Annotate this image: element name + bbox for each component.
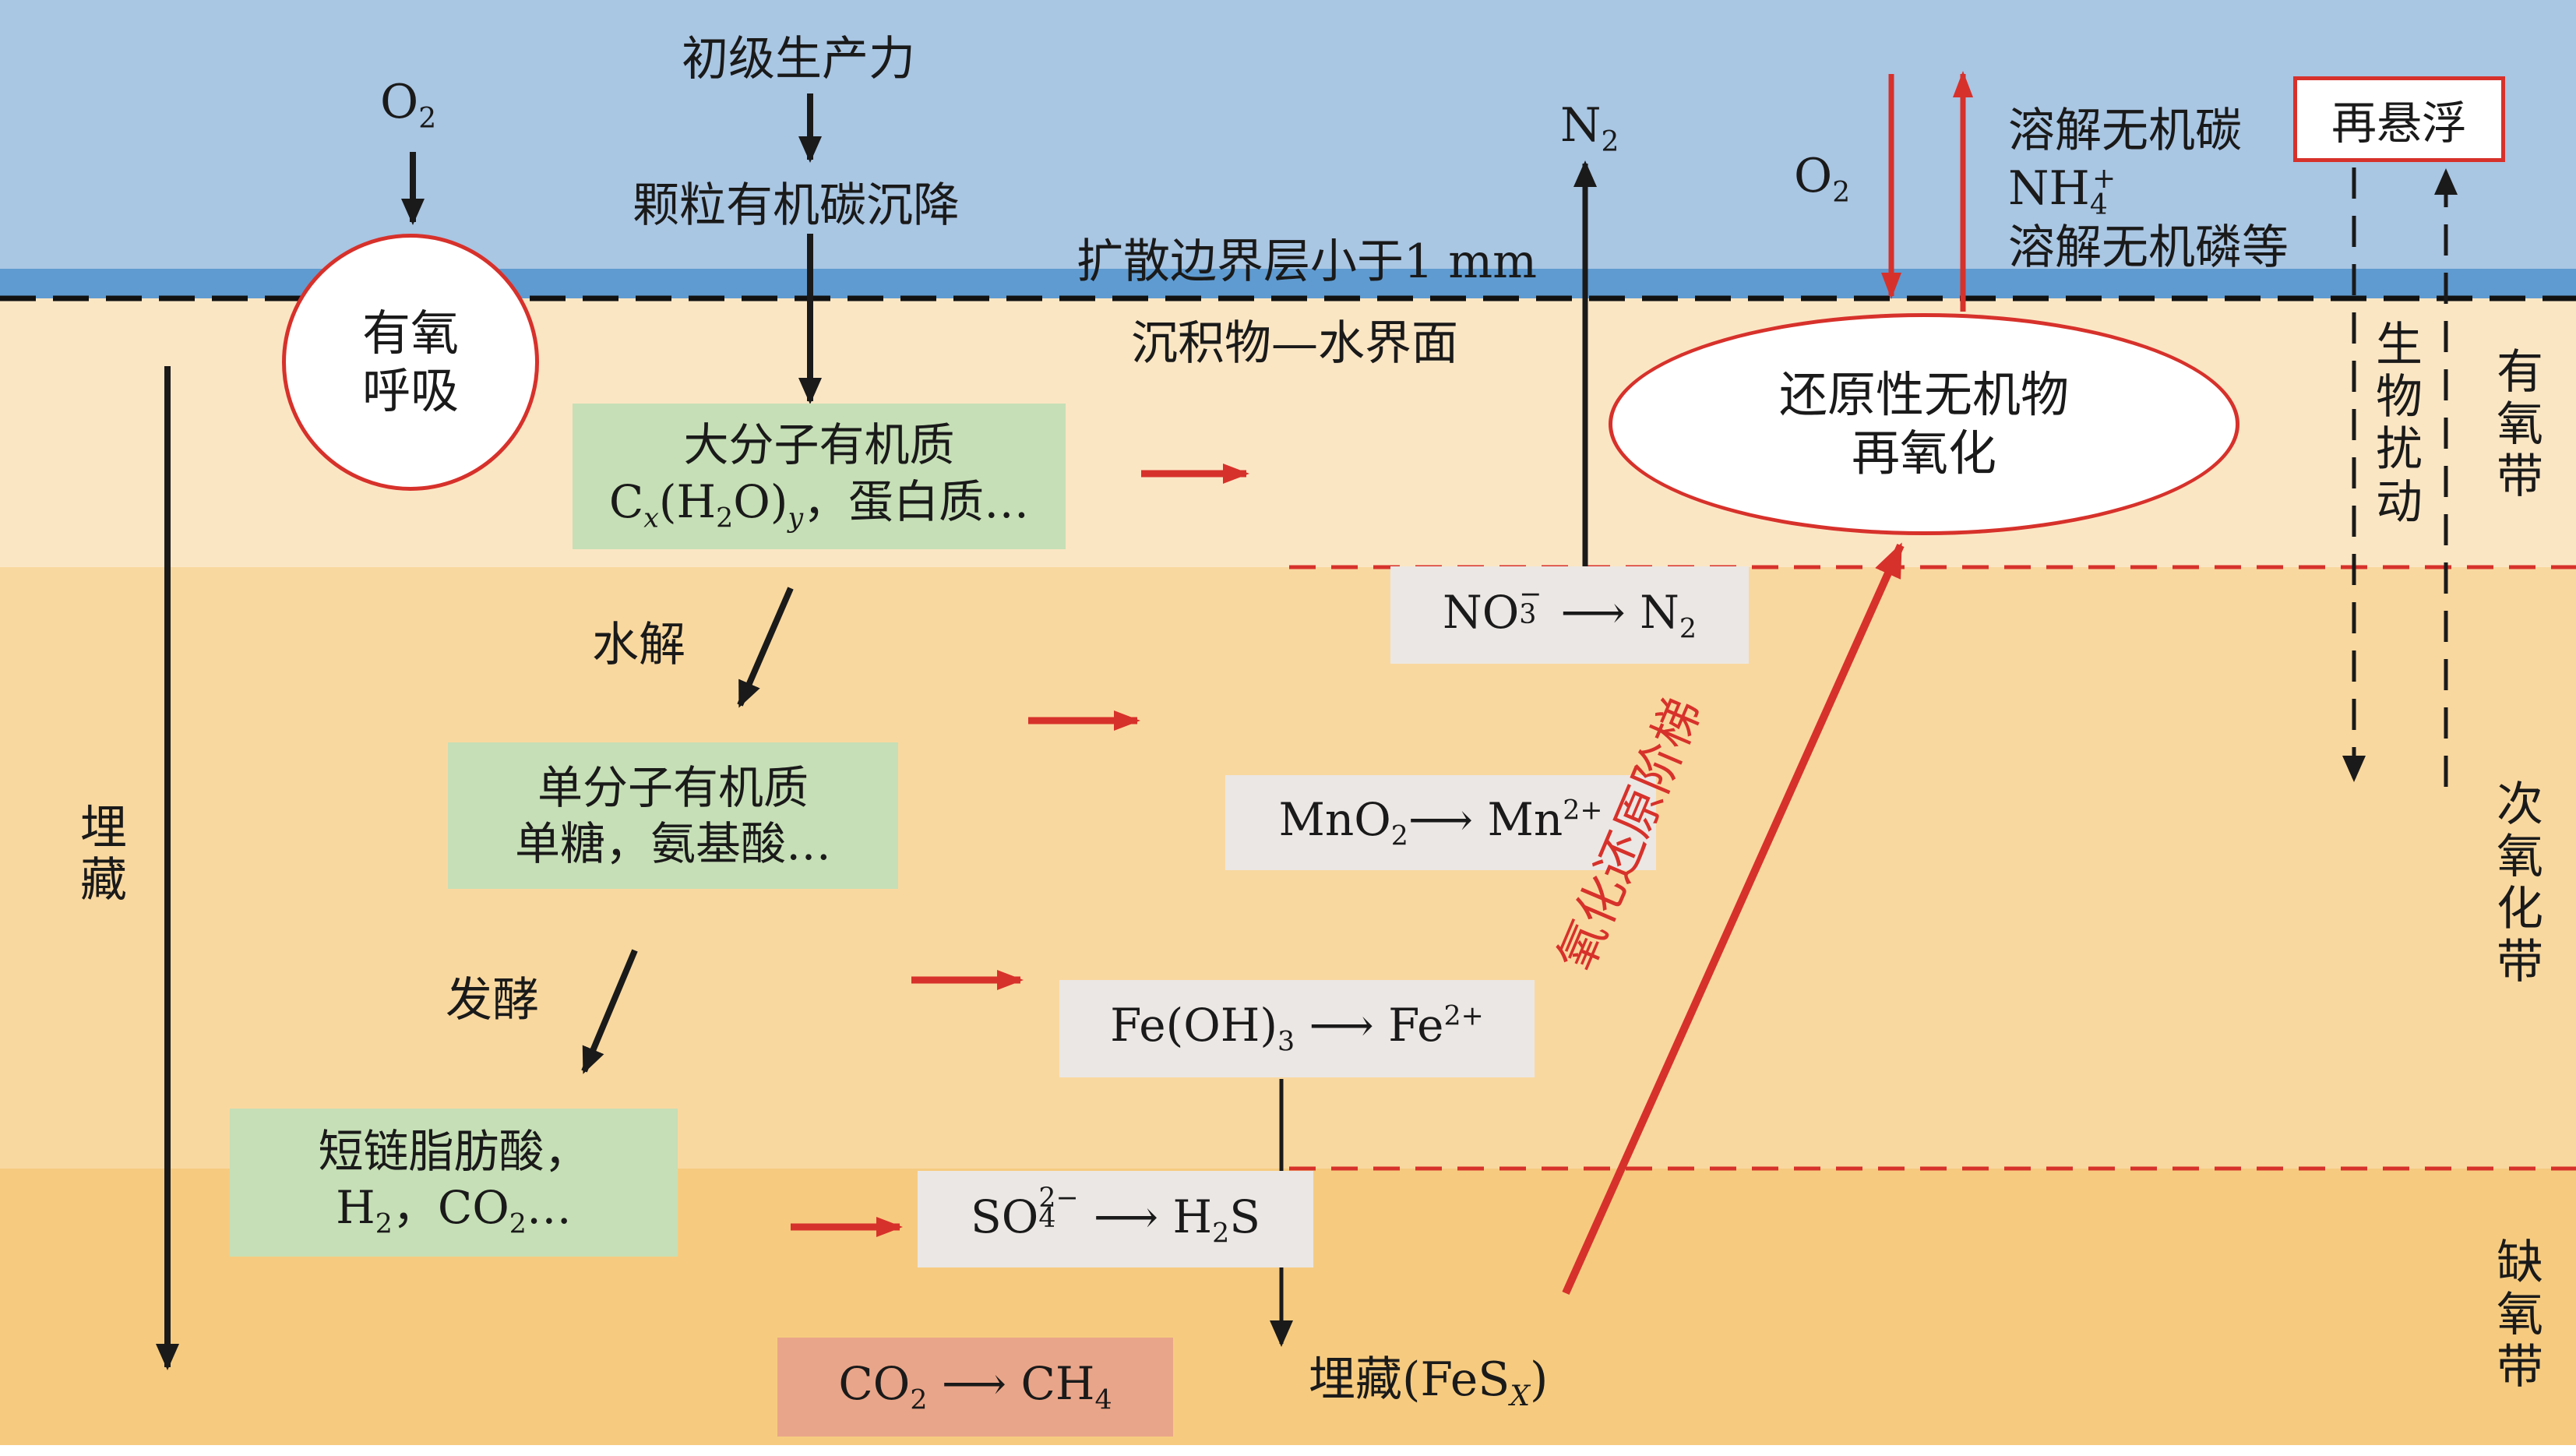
- aerobic-respiration-line1: 有氧: [361, 304, 459, 361]
- burial-fes-label: 埋藏(FeSX): [1309, 1352, 1549, 1412]
- manganese-reduction-box: MnO2⟶ Mn2+: [1225, 775, 1656, 870]
- nitrate-reduction-box: NO−3 ⟶ N2: [1390, 566, 1749, 664]
- macromolecular-formula: Cx(H2O)y，蛋白质…: [608, 474, 1030, 534]
- zone-anoxic-label: 缺氧带: [2497, 1236, 2543, 1395]
- water-layer: [0, 0, 2576, 269]
- aerobic-respiration-line2: 呼吸: [361, 362, 459, 419]
- iron-reaction-text: Fe(OH)3 ⟶ Fe2+: [1110, 999, 1484, 1059]
- o2-label-left: O2: [380, 75, 437, 135]
- macromolecular-organic-box: 大分子有机质 Cx(H2O)y，蛋白质…: [573, 404, 1066, 549]
- methanogenesis-reaction-text: CO2 ⟶ CH4: [838, 1357, 1112, 1417]
- sediment-water-interface-label: 沉积物—水界面: [1131, 316, 1458, 371]
- dissolved-inorganic-carbon-label: 溶解无机碳: [2008, 104, 2242, 158]
- monomer-organic-box: 单分子有机质 单糖，氨基酸…: [448, 742, 898, 889]
- monomer-title: 单分子有机质: [537, 760, 809, 814]
- methanogenesis-box: CO2 ⟶ CH4: [777, 1338, 1173, 1437]
- iron-reduction-box: Fe(OH)3 ⟶ Fe2+: [1059, 980, 1535, 1077]
- reoxidation-line2: 再氧化: [1851, 424, 1996, 481]
- aerobic-respiration-circle: 有氧 呼吸: [282, 234, 539, 491]
- short-chain-fatty-acid-box: 短链脂肪酸， H2，CO2…: [230, 1109, 678, 1257]
- hydrolysis-arrow: [737, 587, 794, 708]
- zone-suboxic-label: 次氧化带: [2497, 777, 2543, 989]
- reoxidation-ellipse: 还原性无机物 再氧化: [1609, 313, 2239, 535]
- fermentation-label: 发酵: [446, 973, 539, 1028]
- fermentation-arrow: [581, 949, 638, 1074]
- nitrate-reaction-text: NO−3 ⟶ N2: [1442, 578, 1697, 646]
- particulate-settling-label: 颗粒有机碳沉降: [633, 178, 960, 233]
- diffusive-boundary-label: 扩散边界层小于1 mm: [1077, 234, 1538, 289]
- o2-label-right: O2: [1794, 149, 1851, 209]
- macromolecular-title: 大分子有机质: [683, 418, 955, 472]
- reoxidation-line1: 还原性无机物: [1778, 366, 2069, 424]
- redox-ladder-arrow: [1562, 542, 1905, 1296]
- dissolved-inorganic-phosphorus-label: 溶解无机磷等: [2008, 220, 2289, 275]
- scfa-detail: H2，CO2…: [336, 1181, 572, 1240]
- monomer-detail: 单糖，氨基酸…: [514, 817, 831, 870]
- n2-top-label: N2: [1560, 98, 1619, 158]
- manganese-reaction-text: MnO2⟶ Mn2+: [1278, 792, 1603, 852]
- hydrolysis-label: 水解: [592, 618, 685, 672]
- bioturbation-label: 生物扰动: [2368, 319, 2430, 529]
- resuspension-box: 再悬浮: [2293, 76, 2505, 162]
- burial-left-label: 埋藏: [80, 801, 127, 908]
- primary-production-label: 初级生产力: [682, 32, 915, 86]
- zone-oxic-label: 有氧带: [2497, 345, 2543, 505]
- nh4-label: NH4+: [2008, 161, 2116, 221]
- scfa-title: 短链脂肪酸，: [318, 1124, 590, 1178]
